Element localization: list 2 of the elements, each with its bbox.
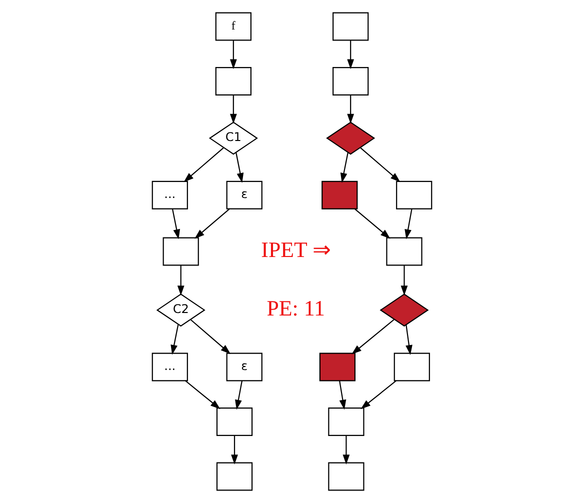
label: PE: 11: [266, 296, 324, 321]
label: IPET ⇒: [260, 236, 330, 262]
